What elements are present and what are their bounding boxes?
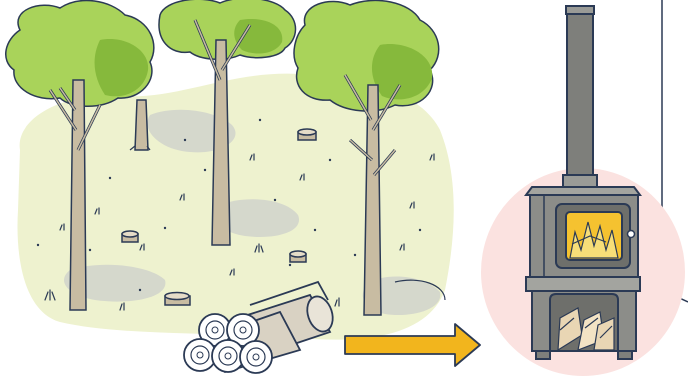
tree-stump (121, 230, 139, 243)
log-end (183, 338, 217, 372)
stovepipe (566, 11, 594, 183)
tree (5, 0, 155, 311)
tree-stumps (121, 128, 317, 306)
tree-trunk (69, 79, 87, 311)
tree-trunk (211, 39, 231, 246)
forest-ground (17, 73, 454, 340)
tree-stump (164, 291, 191, 306)
log-end (226, 313, 260, 347)
tree-stump (289, 250, 307, 263)
arrow-right-icon (344, 323, 481, 367)
tree-trunk (363, 84, 382, 316)
tree (293, 0, 440, 316)
tree (158, 0, 297, 246)
log-pile (183, 280, 334, 374)
tree-stump (297, 128, 317, 141)
ground-shadow (214, 199, 300, 238)
grass-tufts (44, 153, 435, 311)
wood-stove (524, 5, 642, 360)
tree (129, 99, 151, 151)
ground-shadow (362, 276, 441, 316)
ground-specks (36, 118, 422, 292)
log-end (239, 340, 273, 374)
firewood-stack (557, 307, 615, 352)
fire (565, 211, 623, 261)
ground-shadow (64, 264, 166, 302)
